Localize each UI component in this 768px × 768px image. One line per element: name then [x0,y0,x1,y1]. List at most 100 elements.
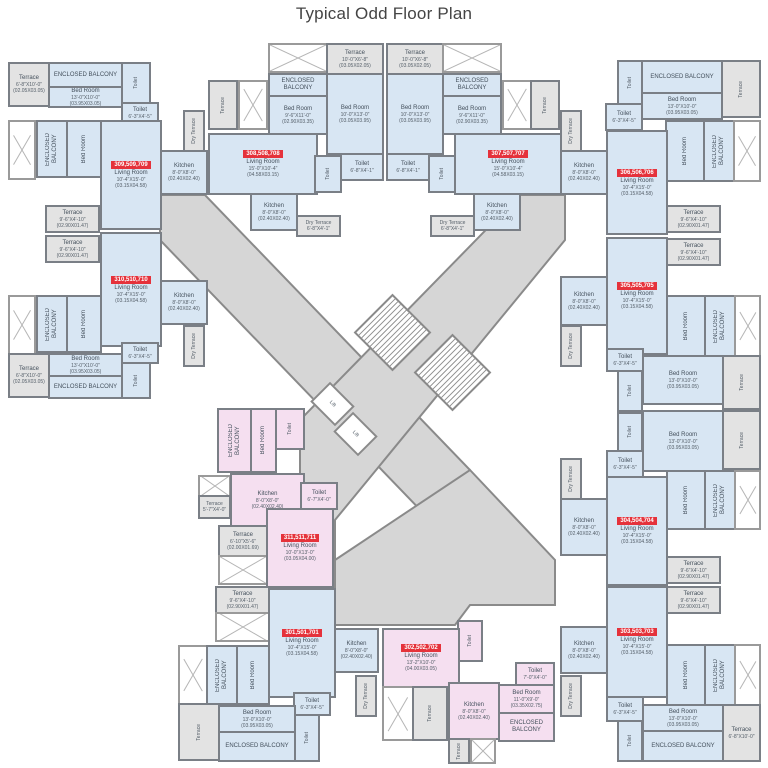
dry-terrace-306: Dry Terrace [560,110,582,152]
toilet-301-b: Toilet [294,714,320,762]
bedroom-306-a: Bed Room 13'-0"X10'-0" (03.95X03.05) [641,92,723,120]
bedroom-307-b: Bed Room 9'-6"X11'-0" (02.90X03.35) [442,95,502,135]
bedroom-301-b: Bed Room [236,645,270,705]
bedroom-303-b: Bed Room [666,644,706,706]
terrace-309-a: Terrace 6'-8"X10'-0" (02.05X03.05) [8,62,50,107]
dry-terrace-305: Dry Terrace [560,325,582,367]
duct-void [218,555,268,585]
bedroom-309-b: Bed Room [66,120,102,178]
terrace-309-b: Terrace 9'-6"X4'-10" (02.90X01.47) [45,205,100,233]
living-305: 305,505,705 Living Room 10'-4"X15'-0" (0… [606,237,668,355]
duct-void [733,120,761,182]
terrace-303-b: Terrace 9'-6"X4'-10" (02.90X01.47) [666,586,721,614]
toilet-309-b: Toilet [121,62,151,104]
toilet-310-a: Toilet 6'-3"X4'-5" [121,342,159,364]
bedroom-304-b: Bed Room [666,470,706,530]
balcony-304-b: ENCLOSED BALCONY [704,470,736,530]
dry-terrace-310: Dry Terrace [183,325,205,367]
duct-void [8,295,36,355]
balcony-305-b: ENCLOSED BALCONY [704,295,736,357]
duct-void [734,295,761,357]
balcony-310-a: ENCLOSED BALCONY [48,375,123,399]
toilet-304-b: Toilet [617,412,643,452]
toilet-302-a: Toilet 7'-0"X4'-0" [515,662,555,686]
living-307: 307,507,707 Living Room 15'-0"X10'-4" (0… [454,133,562,195]
terrace-307-a: Terrace 10'-0"X6'-8" (03.05X02.05) [386,43,444,75]
toilet-303-b: Toilet [617,720,643,762]
terrace-310-a: Terrace 6'-8"X10'-0" (02.05X03.05) [8,353,50,398]
unit-tag-305: 305,505,705 [617,282,657,290]
bedroom-303-a: Bed Room 13'-0"X10'-0" (03.95X03.05) [642,704,724,732]
duct-void [238,80,268,130]
balcony-301-b: ENCLOSED BALCONY [206,645,238,705]
bedroom-309-a: Bed Room 13'-0"X10'-0" (03.95X03.05) [48,86,123,108]
kitchen-303: Kitchen 8'-0"X8'-0" (02.40X02.40) [560,626,608,674]
terrace-301-b: Terrace 9'-6"X4'-10" (02.90X01.47) [215,586,270,614]
terrace-301-a: Terrace [178,703,220,761]
bedroom-308-a: Bed Room 10'-0"X13'-0" (03.05X03.95) [326,73,384,155]
balcony-308: ENCLOSED BALCONY [268,73,328,97]
toilet-306-a: Toilet 6'-3"X4'-5" [605,103,643,131]
duct-void [178,645,208,705]
terrace-302-b: Terrace [448,738,470,764]
toilet-308-a: Toilet 6'-8"X4'-1" [340,153,384,181]
balcony-303-b: ENCLOSED BALCONY [704,644,736,706]
terrace-305-a: Terrace [722,355,761,410]
toilet-307-b: Toilet [428,155,456,193]
balcony-310-b: ENCLOSED BALCONY [36,295,68,353]
terrace-306-a: Terrace [721,60,761,118]
duct-void [382,686,414,741]
toilet-310-b: Toilet [121,362,151,399]
toilet-301-a: Toilet 6'-3"X4'-5" [293,692,331,716]
toilet-302-b: Toilet [457,620,483,662]
kitchen-310: Kitchen 8'-0"X8'-0" (02.40X02.40) [160,280,208,325]
duct-void [198,475,231,497]
terrace-310-b: Terrace 9'-6"X4'-10" (02.90X01.47) [45,235,100,263]
unit-tag-301: 301,501,701 [282,629,322,637]
terrace-308-b: Terrace [208,80,238,130]
terrace-302-a: Terrace [412,686,448,741]
toilet-307-a: Toilet 6'-8"X4'-1" [386,153,430,181]
terrace-305-b: Terrace 9'-6"X4'-10" (02.90X01.47) [666,238,721,266]
terrace-304-b: Terrace 9'-6"X4'-10" (02.90X01.47) [666,556,721,584]
dry-terrace-304: Dry Terrace [560,458,582,500]
balcony-307: ENCLOSED BALCONY [442,73,502,97]
dry-terrace-303: Dry Terrace [560,675,582,717]
living-306: 306,506,706 Living Room 10'-4"X15'-0" (0… [606,130,668,235]
living-302: 302,502,702 Living Room 13'-2"X10'-0" (0… [382,628,460,688]
kitchen-304: Kitchen 8'-0"X8'-0" (02.40X02.40) [560,498,608,556]
unit-tag-308: 308,508,708 [243,150,283,158]
duct-void [8,120,36,180]
bedroom-301-a: Bed Room 13'-0"X10'-0" (03.95X03.05) [218,705,296,733]
toilet-309-a: Toilet 6'-3"X4'-5" [121,102,159,124]
kitchen-306: Kitchen 8'-0"X8'-0" (02.40X02.40) [560,150,608,195]
kitchen-302: Kitchen 8'-0"X8'-0" (02.40X02.40) [448,682,500,740]
bedroom-310-a: Bed Room 13'-0"X10'-0" (03.95X03.05) [48,353,123,377]
balcony-306-b: ENCLOSED BALCONY [703,120,735,182]
living-310: 310,510,710 Living Room 10'-4"X15'-0" (0… [100,232,162,347]
living-309: 309,509,709 Living Room 10'-4"X15'-0" (0… [100,120,162,230]
kitchen-307: Kitchen 8'-0"X8'-0" (02.40X02.40) [473,193,521,231]
dry-terrace-308: Dry Terrace 6'-8"X4'-1" [296,215,341,237]
living-308: 308,508,708 Living Room 15'-0"X10'-4" (0… [208,133,318,195]
toilet-311-a: Toilet 6'-7"X4'-0" [300,482,338,510]
kitchen-305: Kitchen 8'-0"X8'-0" (02.40X02.40) [560,276,608,326]
bedroom-305-a: Bed Room 13'-0"X10'-0" (03.95X03.05) [642,355,724,405]
balcony-311: ENCLOSED BALCONY [217,408,252,473]
duct-void [734,644,761,706]
duct-void [734,470,761,530]
unit-tag-304: 304,504,704 [617,517,657,525]
unit-tag-302: 302,502,702 [401,644,441,652]
living-304: 304,504,704 Living Room 10'-4"X15'-0" (0… [606,476,668,586]
unit-tag-307: 307,507,707 [488,150,528,158]
balcony-306-a: ENCLOSED BALCONY [641,60,723,94]
dry-terrace-301: Dry Terrace [355,675,377,717]
bedroom-306-b: Bed Room [665,120,705,182]
balcony-309-a: ENCLOSED BALCONY [48,62,123,88]
living-303: 303,503,703 Living Room 10'-4"X15'-0" (0… [606,586,668,698]
toilet-303-a: Toilet 6'-3"X4'-5" [606,696,644,722]
terrace-303-a: Terrace 6'-8"X10'-0" [722,704,761,762]
bedroom-308-b: Bed Room 9'-6"X11'-0" (02.90X03.35) [268,95,328,135]
bedroom-304-a: Bed Room 13'-0"X10'-0" (03.95X03.05) [642,410,724,472]
balcony-301-a: ENCLOSED BALCONY [218,731,296,762]
